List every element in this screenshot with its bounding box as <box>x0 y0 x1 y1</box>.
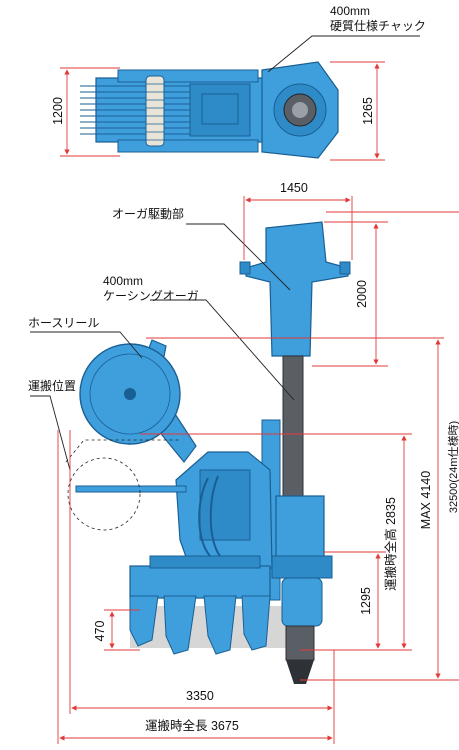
transport-position-outline <box>65 439 180 531</box>
chuck-leader <box>267 35 420 73</box>
dim-max-height: MAX 4140 <box>419 470 433 530</box>
casing-auger-label-line2: ケーシングオーガ <box>103 289 199 303</box>
dim-transport-height: 運搬時全高 2835 <box>384 497 398 591</box>
dim-top-1265: 1265 <box>361 97 375 125</box>
auger-drive-label: オーガ駆動部 <box>112 207 185 221</box>
dim-top-1200: 1200 <box>51 97 65 125</box>
chuck-label-line2: 硬質仕様チャック <box>330 19 426 33</box>
transport-position-label: 運搬位置 <box>28 379 77 393</box>
dim-full-height: 32500(24m仕様時) <box>448 420 459 514</box>
hose-reel-label: ホースリール <box>28 316 100 330</box>
dim-1295: 1295 <box>359 587 373 615</box>
dim-1450: 1450 <box>280 181 308 195</box>
dim-2000: 2000 <box>355 280 369 308</box>
casing-auger-label-line1: 400mm <box>103 274 144 288</box>
side-view-leaders <box>30 223 295 471</box>
dim-transport-length: 運搬時全長 3675 <box>145 719 239 733</box>
dim-470: 470 <box>93 620 107 642</box>
chuck-label-line1: 400mm <box>330 4 371 18</box>
side-view-dimensions <box>57 196 459 744</box>
top-view-dimensions <box>60 61 385 161</box>
dim-3350: 3350 <box>186 689 214 703</box>
top-view-machine <box>80 61 339 159</box>
